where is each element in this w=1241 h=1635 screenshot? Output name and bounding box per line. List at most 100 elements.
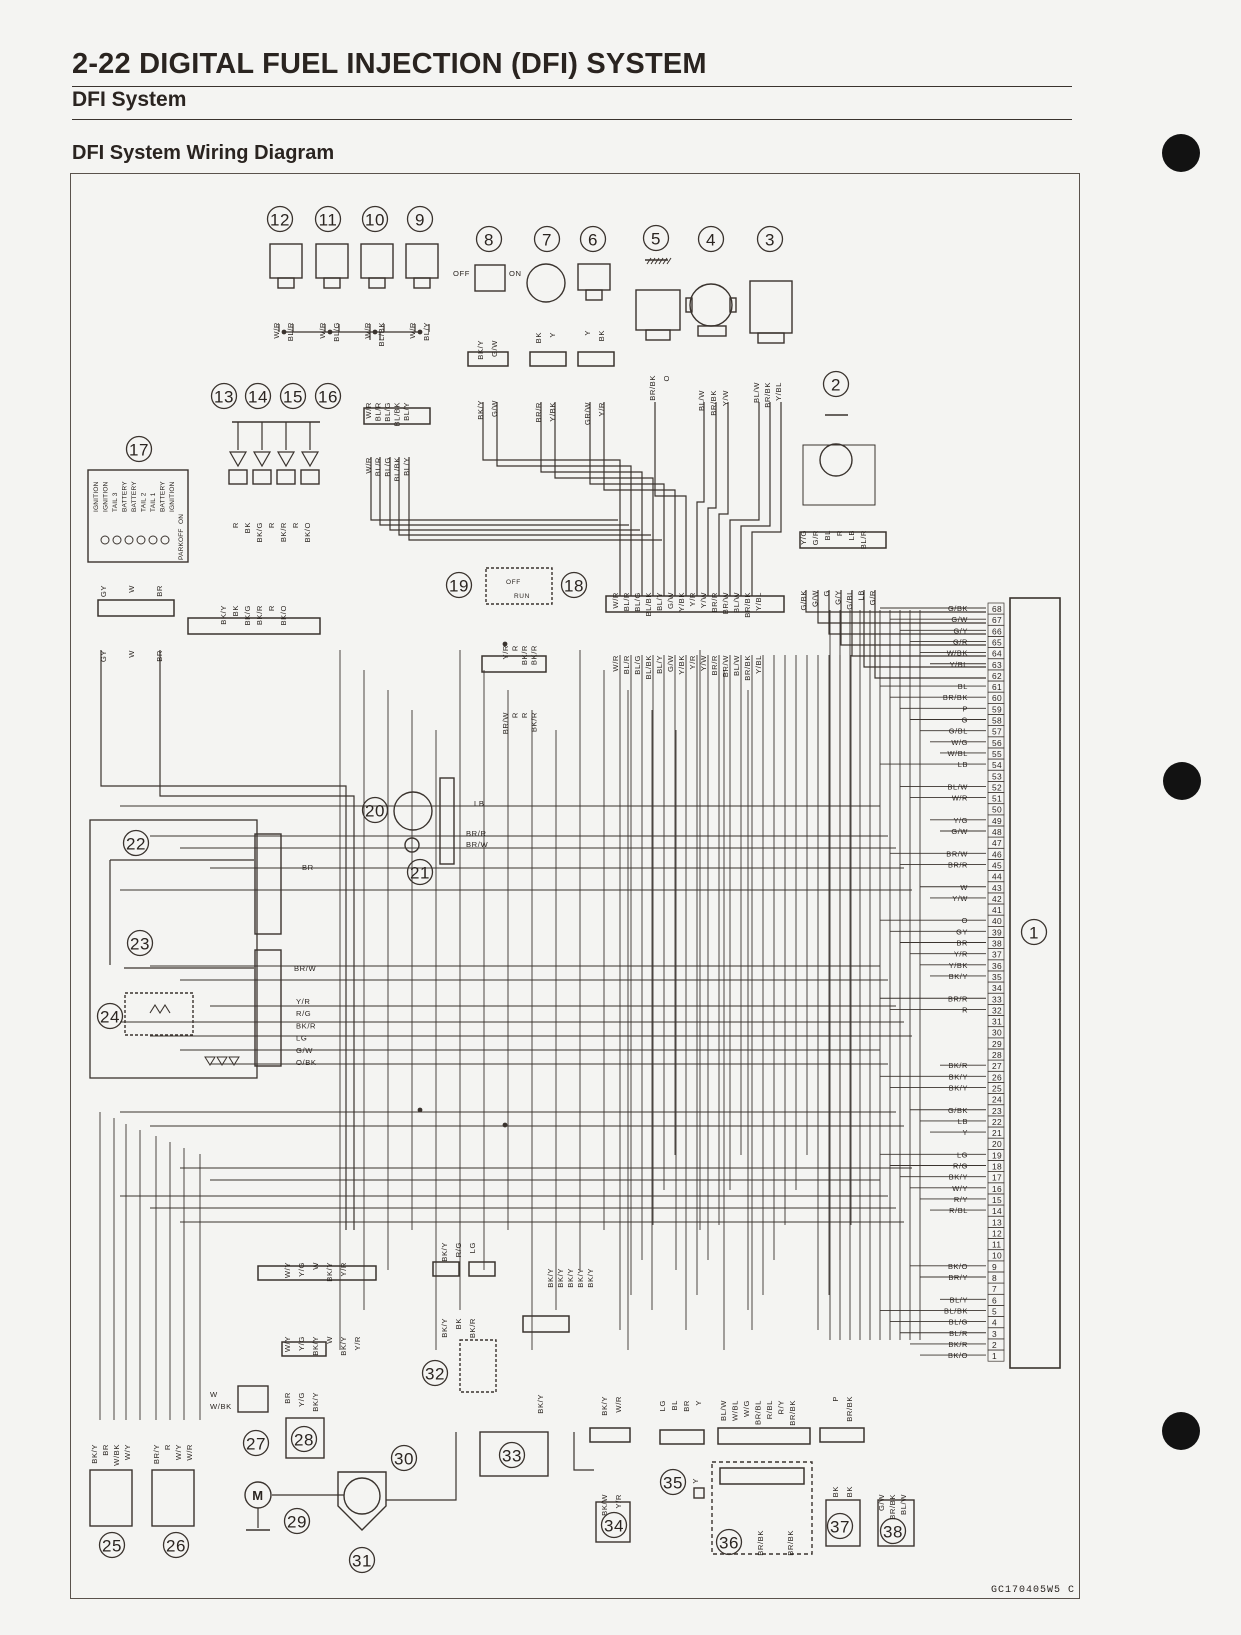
ecu-pin-number: 44: [992, 872, 1002, 882]
bky-joint-connector: [522, 1315, 570, 1333]
wire-color-label: BR/BK: [888, 1494, 897, 1520]
callout-11-icon: [314, 205, 342, 233]
switch-17-column-label: IGNITION: [169, 481, 176, 512]
sensor-feed-wire: [482, 402, 621, 596]
callout-11-label: 11: [319, 211, 338, 230]
callout-2-icon: [822, 370, 850, 398]
motor-m-label: M: [252, 1488, 263, 1503]
callout-12-label: 12: [270, 211, 290, 230]
wire-color-label: BR/Y: [152, 1444, 161, 1464]
wire-color-label: BK/Y: [586, 1268, 595, 1288]
callout-26-icon: [162, 1531, 190, 1559]
relay-30-coil-icon: [343, 1477, 381, 1515]
ecu-pin-wire-label: G/BK: [948, 604, 968, 613]
connector-34: [589, 1427, 631, 1443]
switch-8-icon: [474, 264, 506, 292]
wire-color-label: BK: [534, 332, 543, 343]
callout-10-label: 10: [365, 211, 385, 230]
wire-color-label: R: [163, 1444, 172, 1450]
ground-hatch: [646, 257, 652, 265]
ecu-pin-number: 63: [992, 660, 1002, 670]
callout-15-icon: [279, 382, 307, 410]
ecu-body-icon: [1009, 597, 1061, 1369]
wire-color-label: Y/BL: [754, 592, 763, 611]
sensor-38-icon: [877, 1499, 915, 1547]
sensor-feed-wire: [751, 402, 782, 596]
wire-color-label: W/R: [408, 322, 417, 339]
injector-plug-icon: [413, 277, 431, 289]
wire-color-label: G/BL: [845, 590, 854, 610]
wire-color-label: BK/R: [530, 712, 539, 732]
junction-box-icon: [89, 819, 258, 1079]
ecu-pin-wire-label: BR/W: [946, 849, 968, 858]
wire-color-label: Y: [548, 332, 557, 338]
ecu-pin-number: 20: [992, 1139, 1002, 1149]
wire-color-label: BL/R: [859, 530, 868, 549]
binder-hole-icon: [1162, 134, 1200, 172]
battery-33-icon: [479, 1431, 549, 1477]
ecu-pin-number: 36: [992, 961, 1002, 971]
wire-color-label: BL/R: [286, 322, 295, 341]
main-harness-connector: [605, 595, 785, 613]
wire-color-label: BL/BK: [644, 655, 653, 680]
callout-20-icon: [361, 796, 389, 824]
diagram-title: DFI System Wiring Diagram: [72, 142, 335, 164]
ecu-pin-number: 8: [992, 1273, 997, 1283]
ecu-pin-number: 55: [992, 749, 1002, 759]
connector-36: [717, 1427, 811, 1445]
callout-22-icon: [122, 829, 150, 857]
ecu-pin-wire-label: Y/R: [954, 950, 968, 959]
ecu-pin-number: 60: [992, 693, 1002, 703]
ecu-pin-number: 65: [992, 637, 1002, 647]
callout-16-icon: [314, 382, 342, 410]
wire-color-label: W/Y: [283, 1262, 292, 1278]
callout-4-label: 4: [706, 231, 716, 250]
ecu-pin-number: 7: [992, 1284, 997, 1294]
wire-color-label: Y/G: [799, 530, 808, 545]
ecu-pin-number: 29: [992, 1039, 1002, 1049]
ecu-pin-wire-label: W/BL: [948, 749, 968, 758]
sensor-2-connector: [799, 531, 887, 549]
ecu-pin-wire-label: BR: [957, 939, 968, 948]
connector-37: [819, 1427, 865, 1443]
ecu-pin-number: 56: [992, 738, 1002, 748]
switch-contact-icon: [148, 535, 158, 545]
ecu-pin-wire-label: BR/R: [948, 860, 968, 869]
junction-dot: [372, 329, 378, 335]
wire-color-label: BK/R: [530, 645, 539, 665]
wire-color-label: R: [267, 605, 276, 611]
callout-9-label: 9: [415, 211, 425, 230]
wire-color-label: BK/Y: [566, 1268, 575, 1288]
callout-31-label: 31: [352, 1552, 372, 1571]
wire-color-label: BL/W: [719, 1400, 728, 1421]
ecu-pin-number: 13: [992, 1217, 1002, 1227]
sensor-4-plug-icon: [697, 325, 727, 337]
ecu-pin-wire-label: BL/BK: [944, 1306, 968, 1315]
switch-17-row-label: PARK: [178, 542, 185, 560]
sensor-6-icon: [577, 263, 611, 291]
wire-color-label: BR/W: [501, 712, 510, 734]
wire-color-label: BK/Y: [476, 400, 485, 420]
ecu-pin-wire-label: G/BK: [948, 1106, 968, 1115]
relay-31-icon: [337, 1471, 387, 1531]
wire-color-label: GR/W: [583, 402, 592, 425]
diode-icon: [204, 1056, 216, 1066]
battery-ground: [573, 1432, 594, 1471]
ecu-pin-number: 18: [992, 1162, 1002, 1172]
sensor-2-wire: [863, 590, 986, 668]
wire-color-label: W/Y: [283, 1336, 292, 1352]
wire-color-label: O: [662, 375, 671, 382]
callout-17-label: 17: [129, 441, 149, 460]
wire-color-label: BK/Y: [600, 1396, 609, 1416]
ecu-pin-number: 12: [992, 1228, 1002, 1238]
ecu-pin-number: 37: [992, 950, 1002, 960]
sensor-4-ear-icon: [685, 297, 693, 313]
callout-18-icon: [560, 571, 588, 599]
wire-color-label: R: [520, 712, 529, 718]
wire-color-label: W/R: [364, 457, 373, 474]
callout-9-icon: [406, 205, 434, 233]
switch-18-19-connector: [481, 655, 547, 673]
wire-color-label: BK/O: [279, 605, 288, 626]
ground-hatch: [654, 257, 660, 265]
callout-3-icon: [756, 225, 784, 253]
